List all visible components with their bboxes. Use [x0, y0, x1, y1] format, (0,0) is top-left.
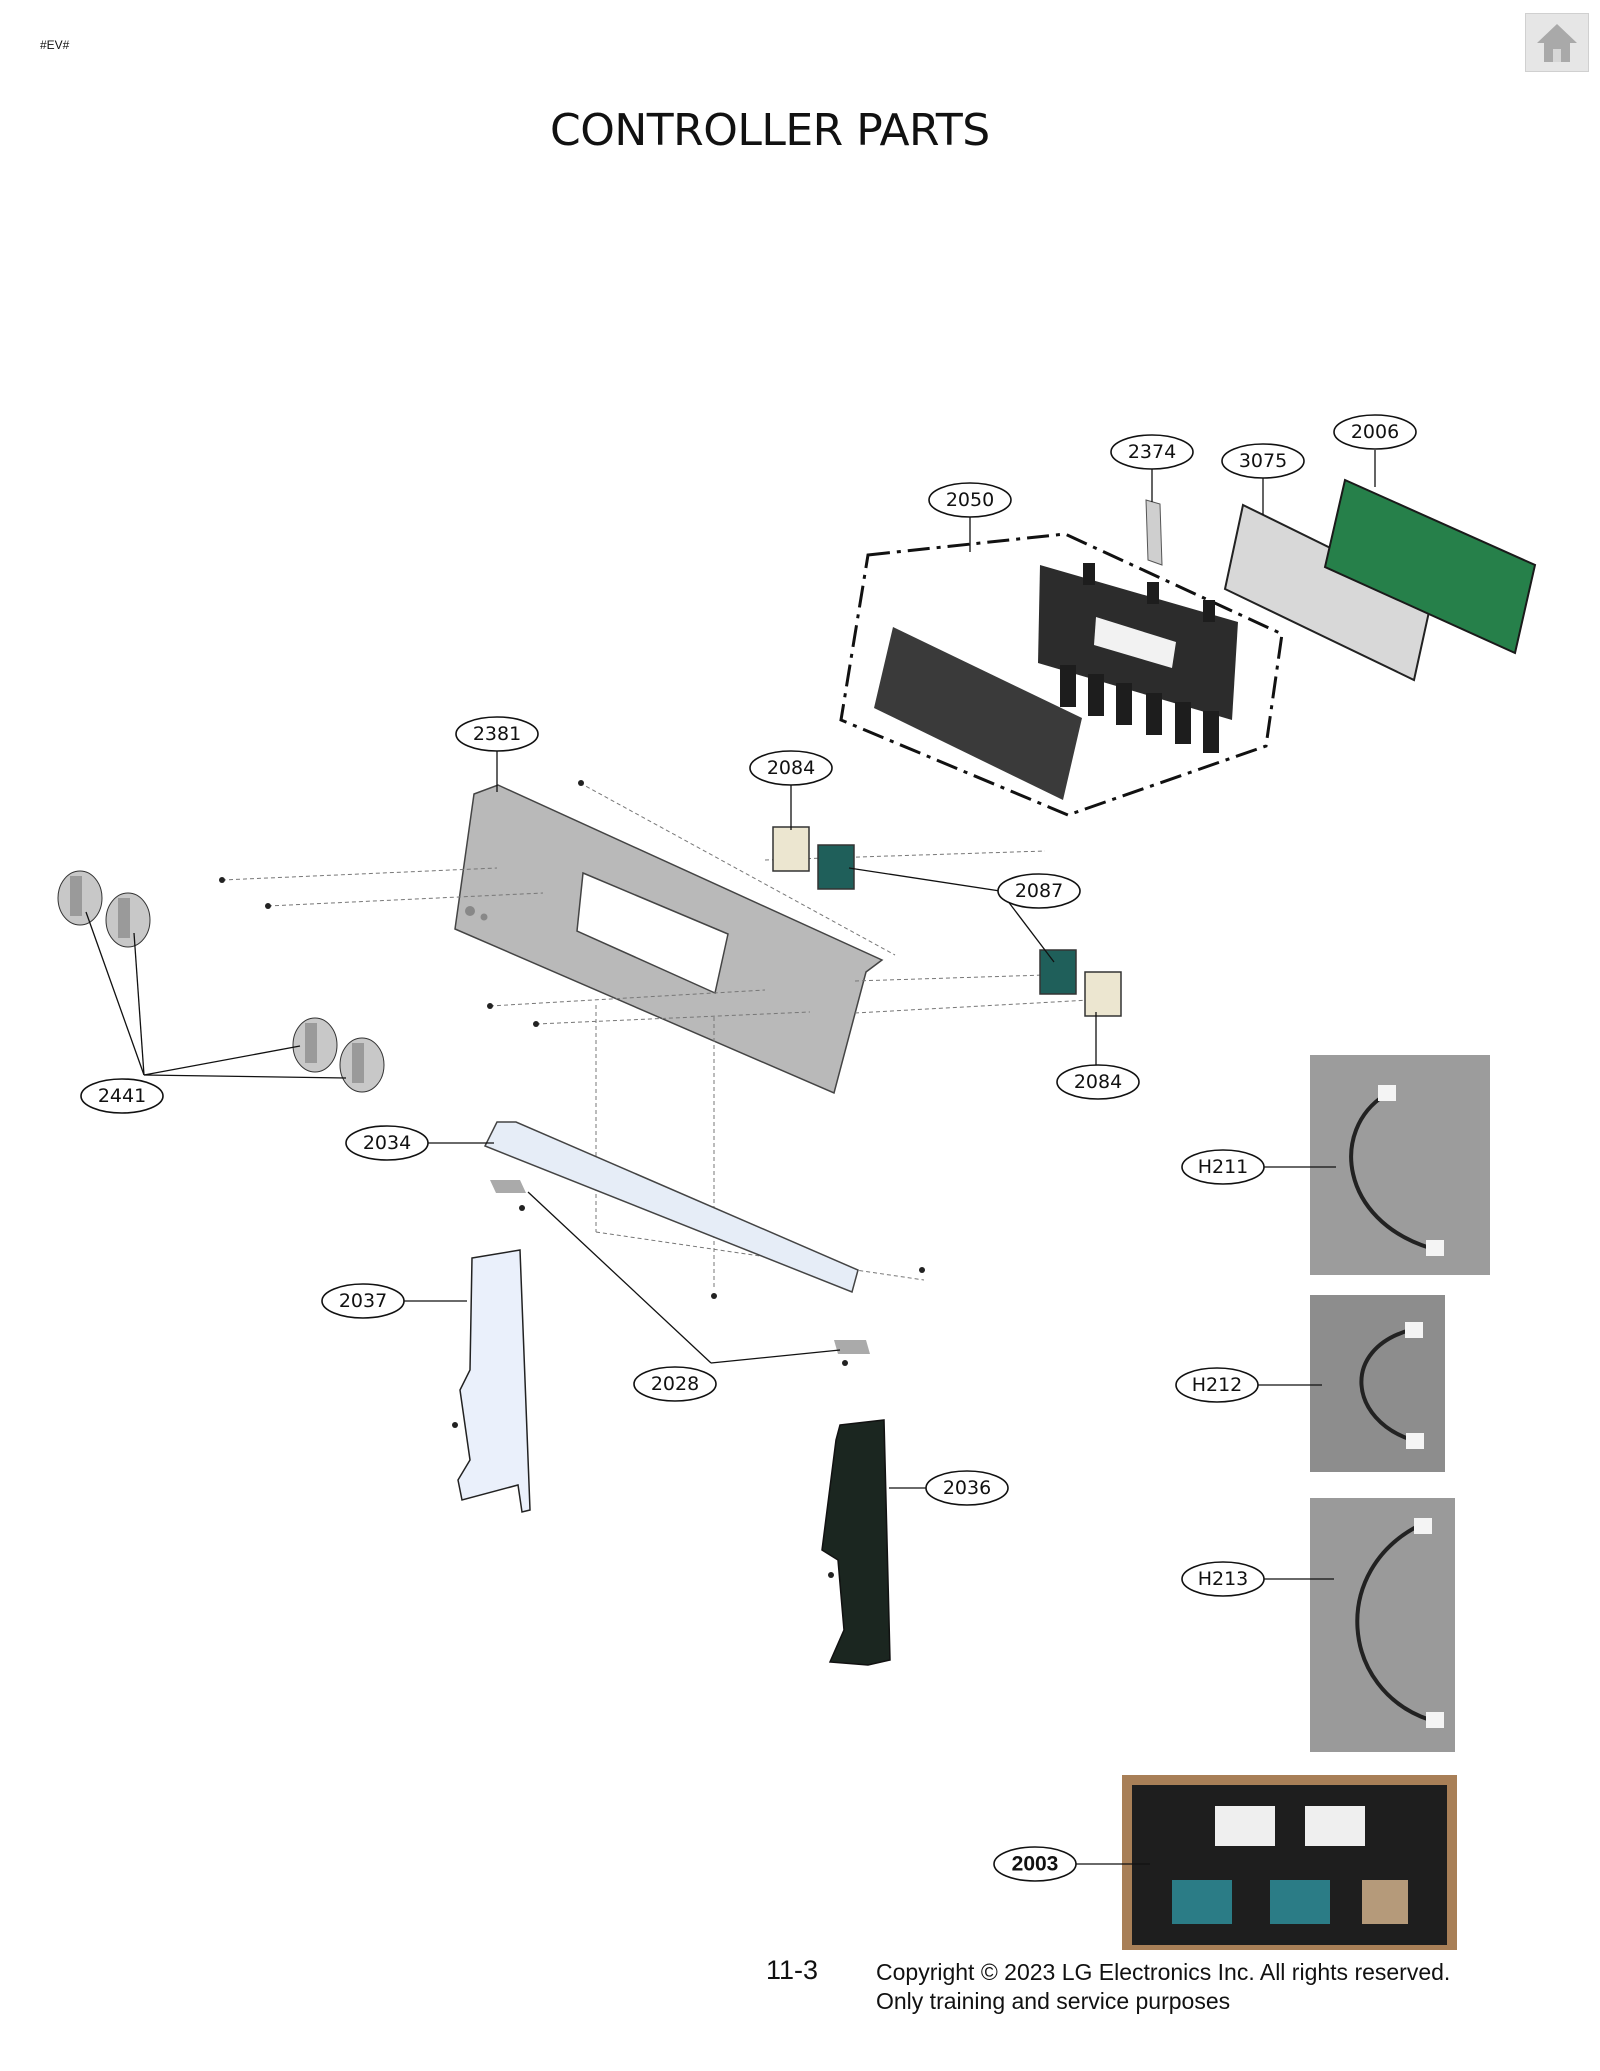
callout-2006-label: 2006 — [1351, 421, 1399, 443]
harness-photos-group — [1310, 1055, 1490, 1752]
callout-h211[interactable]: H211 — [1181, 1149, 1265, 1185]
switch-2084-upper — [772, 826, 810, 872]
harness-h213-photo — [1310, 1498, 1455, 1752]
copyright-line-1: Copyright © 2023 LG Electronics Inc. All… — [876, 1959, 1451, 1985]
callout-2006[interactable]: 2006 — [1333, 414, 1417, 450]
callouts: 2006 2374 3075 2050 2381 2084 2087 2084 … — [80, 414, 1417, 1882]
knob-3 — [292, 1017, 338, 1073]
switch-2084-lower — [1084, 971, 1122, 1017]
callout-2003[interactable]: 2003 — [993, 1846, 1077, 1882]
pcb-2006-part — [1323, 478, 1537, 655]
callout-2084-upper[interactable]: 2084 — [749, 750, 833, 786]
callout-2087-label: 2087 — [1015, 880, 1063, 902]
callout-2084-upper-label: 2084 — [767, 757, 815, 779]
kit-2003-photo — [1122, 1775, 1457, 1950]
callout-2037-label: 2037 — [339, 1290, 387, 1312]
pad-2028-right — [834, 1340, 870, 1354]
callout-2441[interactable]: 2441 — [80, 1078, 164, 1114]
lower-brackets-group — [452, 1121, 925, 1666]
callout-2084-lower[interactable]: 2084 — [1056, 1064, 1140, 1100]
end-bracket-2036-part — [821, 1419, 891, 1666]
pad-2028-left — [490, 1180, 526, 1193]
assembly-2050-boundary — [839, 532, 1284, 817]
callout-2034[interactable]: 2034 — [345, 1125, 429, 1161]
switch-2087-upper — [817, 844, 855, 890]
callout-3075[interactable]: 3075 — [1221, 443, 1305, 479]
corner-tag: #EV# — [40, 38, 70, 52]
home-icon — [1537, 23, 1577, 62]
page-number: 11-3 — [766, 1955, 819, 1985]
callout-h211-label: H211 — [1198, 1156, 1249, 1178]
knobs-group — [57, 870, 385, 1093]
callout-h212[interactable]: H212 — [1175, 1367, 1259, 1403]
home-button[interactable] — [1525, 13, 1589, 72]
callout-2050[interactable]: 2050 — [928, 482, 1012, 518]
callout-2084-lower-label: 2084 — [1074, 1071, 1122, 1093]
knob-2 — [105, 892, 151, 948]
callout-2034-label: 2034 — [363, 1132, 411, 1154]
callout-h212-label: H212 — [1192, 1374, 1243, 1396]
callout-2028-label: 2028 — [651, 1373, 699, 1395]
knob-4 — [339, 1037, 385, 1093]
callout-3075-label: 3075 — [1239, 450, 1287, 472]
callout-2037[interactable]: 2037 — [321, 1283, 405, 1319]
callout-2374-label: 2374 — [1128, 441, 1176, 463]
callout-2381[interactable]: 2381 — [455, 716, 539, 752]
control-panel-group — [219, 780, 1091, 1290]
callout-h213-label: H213 — [1198, 1568, 1249, 1590]
callout-2036[interactable]: 2036 — [925, 1470, 1009, 1506]
harness-h211-photo — [1310, 1055, 1490, 1275]
callout-2003-label: 2003 — [1012, 1853, 1059, 1876]
copyright-line-2: Only training and service purposes — [876, 1988, 1231, 2014]
bracket-2034-part — [483, 1121, 859, 1294]
leader-lines — [85, 450, 1376, 1865]
knob-1 — [57, 870, 103, 926]
callout-2441-label: 2441 — [98, 1085, 146, 1107]
callout-2381-label: 2381 — [473, 723, 521, 745]
switch-2087-lower — [1039, 949, 1077, 995]
callout-2028[interactable]: 2028 — [633, 1366, 717, 1402]
callout-2374[interactable]: 2374 — [1110, 434, 1194, 470]
callout-2050-label: 2050 — [946, 489, 994, 511]
callout-2036-label: 2036 — [943, 1477, 991, 1499]
callout-h213[interactable]: H213 — [1181, 1561, 1265, 1597]
callout-2087[interactable]: 2087 — [997, 873, 1081, 909]
lcd-window-part — [874, 627, 1082, 800]
display-bracket-frame-part — [1038, 563, 1238, 753]
switches-group — [772, 826, 1122, 1017]
bracket-2374-part — [1145, 499, 1163, 566]
end-bracket-2037-part — [457, 1249, 531, 1513]
display-assembly-group — [839, 478, 1537, 817]
page-title: CONTROLLER PARTS — [550, 105, 990, 156]
harness-h212-photo — [1310, 1295, 1445, 1472]
copyright-notice: Copyright © 2023 LG Electronics Inc. All… — [876, 1958, 1450, 2016]
